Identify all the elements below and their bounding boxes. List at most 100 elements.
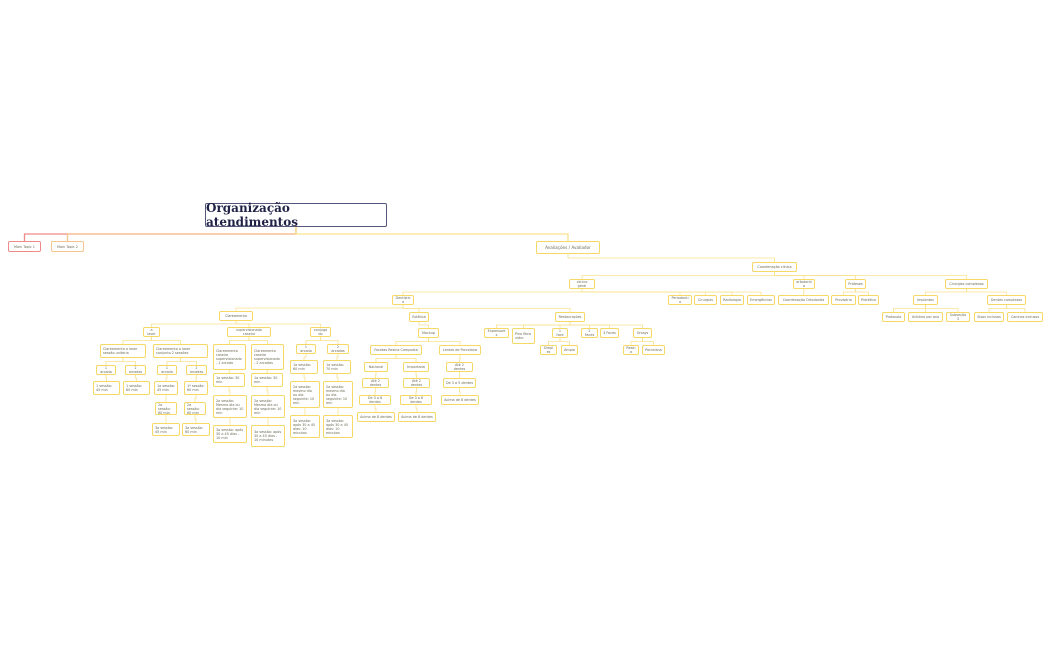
node-sessao[interactable]: 3a sessão: 45 min: [152, 423, 180, 436]
node-emergencias[interactable]: Emergências: [747, 295, 775, 305]
node-main-topic-1[interactable]: Main Topic 1: [8, 241, 41, 252]
node-1-arcada[interactable]: 1 arcada: [96, 365, 116, 375]
node-2-faces[interactable]: 2 Faces: [581, 328, 598, 338]
node-caninos-inclusos[interactable]: Caninos inclusos: [1007, 312, 1043, 322]
node-sessao[interactable]: 1a sessão: 45 min: [154, 381, 178, 395]
node-nacional[interactable]: Nacional: [364, 362, 388, 372]
node-ate-2-dentes[interactable]: Até 2 dentes: [403, 378, 430, 388]
node-facetas-resina[interactable]: Facetas Resina Composta: [370, 345, 422, 355]
node-dentistica[interactable]: Dentística: [392, 295, 414, 305]
node-3-faces[interactable]: 3 Faces: [600, 328, 619, 338]
central-topic[interactable]: Organização atendimentos: [205, 201, 387, 229]
node-sessao[interactable]: 2a sessão: 60 min: [155, 402, 177, 415]
node-sessao[interactable]: 1a sessão: 30 min: [251, 373, 283, 387]
node-sessao[interactable]: 1a sessão: 70 min: [323, 360, 351, 374]
node-de-3-a-8-dentes[interactable]: De 3 a 8 dentes: [400, 395, 432, 405]
node-conjugado[interactable]: conjugado: [310, 327, 331, 337]
node-sessao[interactable]: 3a sessão: após 30 a 45 dias - 10 minuto…: [251, 425, 285, 447]
node-sessao[interactable]: 3a sessão: 60 min: [182, 423, 210, 436]
node-sessao[interactable]: 1a sessão: 60 min: [290, 360, 318, 374]
connector-line: [375, 355, 397, 362]
node-main-topic-2[interactable]: Main Topic 2: [51, 241, 84, 252]
node-clareamento[interactable]: Clareamento: [219, 311, 253, 321]
node-conjugado-1-arcada[interactable]: 1 arcada: [296, 344, 316, 354]
connector-line: [855, 289, 869, 295]
node-importada[interactable]: Importada: [403, 362, 429, 372]
node-caseiro-1-arcada[interactable]: Clareamento caseiro supervisionado - 1 a…: [213, 344, 246, 370]
node-acima-de-8-dentes[interactable]: Acima de 8 dentes: [398, 412, 436, 422]
node-1-arcada[interactable]: 1 arcada: [157, 365, 177, 375]
connector-line: [235, 321, 321, 327]
node-resina[interactable]: Resina: [623, 345, 639, 355]
connector-line: [375, 372, 377, 378]
node-sessao[interactable]: 1a sessão: 30 min: [213, 373, 245, 387]
node-implantes[interactable]: Implantes: [913, 295, 938, 305]
node-1-face[interactable]: 1 face: [552, 328, 568, 338]
node-de-3-a-5-dentes[interactable]: De 3 a 5 dentes: [443, 378, 476, 388]
node-de-3-a-8-dentes[interactable]: De 3 a 8 dentes: [359, 395, 391, 405]
node-sessao[interactable]: 3a sessão: após 30 a 45 dias: 10 minutos: [290, 415, 320, 438]
node-cirurgias-complexas[interactable]: Cirurgias complexas: [945, 279, 988, 289]
node-2-arcadas[interactable]: 2 arcadas: [186, 365, 207, 375]
node-dentes-complexos[interactable]: Dentes complexos: [987, 295, 1026, 305]
connector-line: [803, 289, 805, 295]
node-protocolo[interactable]: Protocolo: [882, 312, 905, 322]
node-sessao[interactable]: 2a sessão: 60 min: [184, 402, 206, 415]
node-provisoria[interactable]: Provisória: [831, 295, 856, 305]
node-conjugado-2-arcadas[interactable]: 2 arcadas: [327, 344, 349, 354]
node-mockup[interactable]: Mockup: [418, 328, 439, 338]
node-sessao[interactable]: 1ª sessão: 60 min: [184, 381, 208, 395]
node-sessao[interactable]: 3a sessão: após 30 a 45 dias: 10 minutos: [323, 415, 353, 438]
node-sessao[interactable]: 3a sessão: após 30 a 45 dias - 10 min: [213, 425, 247, 443]
node-ate-2-dentes[interactable]: Até 2 dentes: [362, 378, 389, 388]
node-caseiro-2-arcadas[interactable]: Clareamento caseiro supervisionado - 2 a…: [251, 344, 284, 370]
node-cirurgias[interactable]: Cirurgias: [694, 295, 717, 305]
connector-line: [266, 387, 269, 395]
node-proteses[interactable]: Próteses: [845, 279, 866, 289]
node-ampla[interactable]: Ampla: [561, 345, 578, 355]
node-coordenacao-clinica[interactable]: Coordenação clínica: [752, 262, 797, 272]
node-sessao[interactable]: 2a sessão: mesmo dia ou dia seguinte: 10…: [290, 381, 320, 408]
node-sessao[interactable]: 1 sessão: 60 min: [123, 381, 150, 395]
node-sisos-inclusos[interactable]: Sisos inclusos: [974, 312, 1004, 322]
node-avaliacoes[interactable]: Avaliações / Avaliador: [536, 241, 600, 254]
connector-line: [966, 289, 1007, 295]
connector-line: [459, 355, 461, 362]
node-protetico[interactable]: Protético: [858, 295, 879, 305]
node-coordenacao-ortodontia[interactable]: Coordenação Ortodontia: [778, 295, 829, 305]
node-ortodontia[interactable]: ortodontia: [793, 279, 815, 289]
node-a-laser[interactable]: a laser: [143, 327, 160, 337]
connector-line: [569, 322, 643, 328]
node-laser-unitaria[interactable]: Clareamento a laser sessão unitária: [100, 344, 146, 358]
node-acima-de-8-dentes[interactable]: Acima de 8 dentes: [357, 412, 395, 422]
node-sessao[interactable]: 2a sessão: Mesmo dia ou dia seguinte: 10…: [213, 395, 247, 418]
node-onlays[interactable]: Onlays: [633, 328, 652, 338]
node-subsecao-3[interactable]: Subseção 3: [946, 312, 970, 322]
node-restauracoes[interactable]: Restaurações: [555, 312, 585, 322]
node-lentes-porcelana[interactable]: Lentes de Porcelana: [439, 345, 481, 355]
node-expansores[interactable]: Expansores: [484, 328, 509, 338]
node-laser-2-sessoes[interactable]: Clareamento a laser conjunto 2 sessões: [153, 344, 208, 358]
node-clinico-geral[interactable]: clínico geral: [569, 279, 595, 289]
node-sessao[interactable]: 2a sessão: Mesmo dia ou dia seguinte: 10…: [251, 395, 285, 418]
connector-line: [228, 370, 230, 373]
node-estetica[interactable]: Estética: [409, 312, 429, 322]
node-unitario[interactable]: Unitário por ano: [908, 312, 943, 322]
node-ate-2-dentes[interactable]: Até 2 dentes: [446, 362, 473, 372]
node-porcelana[interactable]: Porcelana: [642, 345, 665, 355]
connector-line: [305, 337, 321, 344]
node-supervisionado-caseiro[interactable]: supervisionado caseiro: [227, 327, 271, 337]
node-radiologia[interactable]: Radiologia: [720, 295, 744, 305]
node-acima-de-8-dentes[interactable]: Acima de 8 dentes: [441, 395, 479, 405]
node-sessao[interactable]: 2a sessão: mesmo dia ou dia seguinte: 10…: [323, 381, 353, 408]
connector-line: [66, 227, 297, 241]
node-simples[interactable]: Simples: [540, 345, 557, 355]
node-periodontia[interactable]: Periodontia: [668, 295, 692, 305]
node-pino-fibra-vidro[interactable]: Pino fibra vidro: [512, 328, 535, 344]
node-sessao[interactable]: 1 sessão: 45 min: [93, 381, 120, 395]
connector-line: [893, 305, 926, 312]
node-2-arcadas[interactable]: 2 arcadas: [125, 365, 146, 375]
connector-line: [415, 372, 417, 378]
connector-line: [395, 338, 429, 345]
connector-line: [336, 354, 339, 360]
